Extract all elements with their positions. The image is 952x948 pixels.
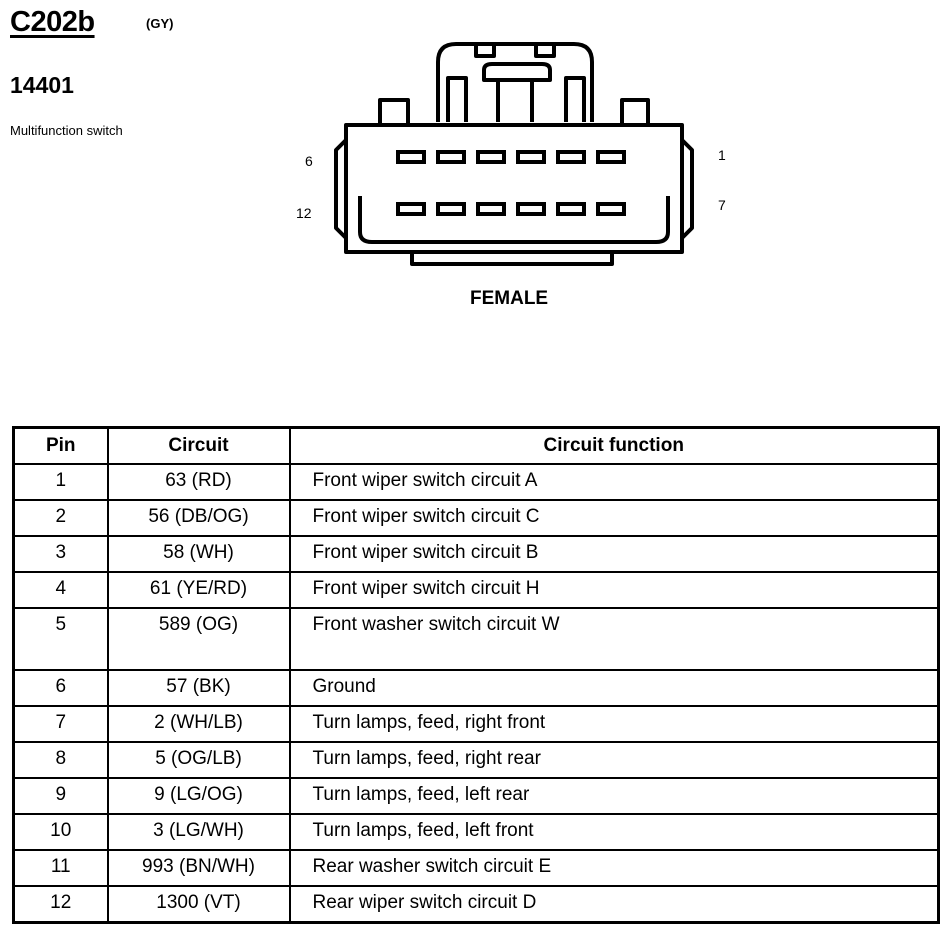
circuit-cell: 63 (RD) <box>106 463 291 501</box>
circuit-cell: 5 (OG/LB) <box>106 741 291 779</box>
connector-gender: FEMALE <box>470 288 549 309</box>
table-row: 12 1300 (VT) Rear wiper switch circuit D <box>12 885 940 924</box>
table-row: 4 61 (YE/RD) Front wiper switch circuit … <box>12 571 940 609</box>
pin-cell: 2 <box>12 499 109 537</box>
pin-label-bottom-left: 12 <box>296 205 312 221</box>
function-cell: Front wiper switch circuit A <box>288 463 940 501</box>
pin-cell: 4 <box>12 571 109 609</box>
function-cell: Rear wiper switch circuit D <box>288 885 940 924</box>
circuit-cell: 61 (YE/RD) <box>106 571 291 609</box>
header-circuit: Circuit <box>106 426 291 465</box>
pin-label-top-right: 1 <box>718 147 726 163</box>
table-row: 7 2 (WH/LB) Turn lamps, feed, right fron… <box>12 705 940 743</box>
function-cell: Turn lamps, feed, left front <box>288 813 940 851</box>
pin-cell: 7 <box>12 705 109 743</box>
pin-cell: 5 <box>12 607 109 671</box>
table-row: 3 58 (WH) Front wiper switch circuit B <box>12 535 940 573</box>
pin-cell: 6 <box>12 669 109 707</box>
circuit-cell: 1300 (VT) <box>106 885 291 924</box>
function-cell: Turn lamps, feed, right rear <box>288 741 940 779</box>
table-row: 6 57 (BK) Ground <box>12 669 940 707</box>
function-cell: Turn lamps, feed, left rear <box>288 777 940 815</box>
connector-color-code: (GY) <box>146 16 174 31</box>
table-row: 8 5 (OG/LB) Turn lamps, feed, right rear <box>12 741 940 779</box>
circuit-cell: 3 (LG/WH) <box>106 813 291 851</box>
circuit-cell: 58 (WH) <box>106 535 291 573</box>
table-row: 5 589 (OG) Front washer switch circuit W <box>12 607 940 671</box>
pin-cell: 12 <box>12 885 109 924</box>
pin-cell: 1 <box>12 463 109 501</box>
pin-label-top-left: 6 <box>305 153 313 169</box>
pin-cell: 10 <box>12 813 109 851</box>
connector-latch <box>436 42 594 122</box>
pin-cell: 11 <box>12 849 109 887</box>
table-row: 10 3 (LG/WH) Turn lamps, feed, left fron… <box>12 813 940 851</box>
function-cell: Ground <box>288 669 940 707</box>
table-header-row: Pin Circuit Circuit function <box>12 426 940 465</box>
pin-label-bottom-right: 7 <box>718 197 726 213</box>
circuit-cell: 2 (WH/LB) <box>106 705 291 743</box>
function-cell: Front wiper switch circuit C <box>288 499 940 537</box>
function-cell: Turn lamps, feed, right front <box>288 705 940 743</box>
pin-cell: 8 <box>12 741 109 779</box>
table-row: 2 56 (DB/OG) Front wiper switch circuit … <box>12 499 940 537</box>
connector-id: C202b <box>10 6 95 38</box>
circuit-cell: 56 (DB/OG) <box>106 499 291 537</box>
connector-housing <box>344 123 684 254</box>
function-cell: Front wiper switch circuit H <box>288 571 940 609</box>
pin-cell: 3 <box>12 535 109 573</box>
connector-face-diagram: 6 12 1 7 <box>296 42 726 266</box>
circuit-cell: 9 (LG/OG) <box>106 777 291 815</box>
header-function: Circuit function <box>288 426 940 465</box>
pin-cell: 9 <box>12 777 109 815</box>
table-row: 1 63 (RD) Front wiper switch circuit A <box>12 463 940 501</box>
part-number: 14401 <box>10 72 74 98</box>
function-cell: Front wiper switch circuit B <box>288 535 940 573</box>
header-pin: Pin <box>12 426 109 465</box>
pin-cavities <box>396 150 626 216</box>
table-row: 9 9 (LG/OG) Turn lamps, feed, left rear <box>12 777 940 815</box>
circuit-cell: 993 (BN/WH) <box>106 849 291 887</box>
function-cell: Rear washer switch circuit E <box>288 849 940 887</box>
circuit-cell: 57 (BK) <box>106 669 291 707</box>
function-cell: Front washer switch circuit W <box>288 607 940 671</box>
circuit-cell: 589 (OG) <box>106 607 291 671</box>
table-row: 11 993 (BN/WH) Rear washer switch circui… <box>12 849 940 887</box>
pinout-table: Pin Circuit Circuit function 1 63 (RD) F… <box>12 426 940 924</box>
part-description: Multifunction switch <box>10 123 123 138</box>
